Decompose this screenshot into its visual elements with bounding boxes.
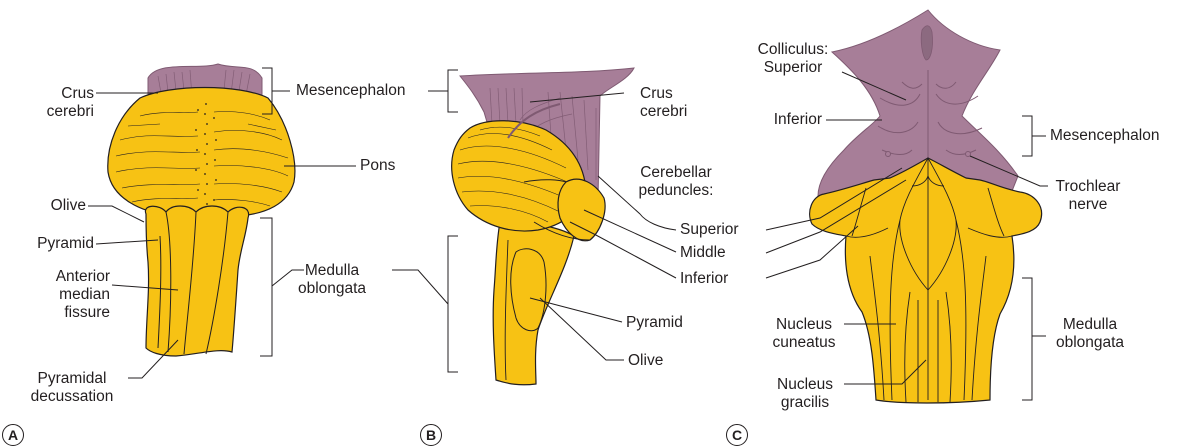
label-pyramidal-decussation: Pyramidal decussation (20, 370, 124, 406)
label-pyramid-b: Pyramid (626, 314, 683, 332)
panel-a-pons-shape (108, 88, 295, 217)
label-colliculus-superior: Colliculus: Superior (748, 41, 838, 77)
label-medulla-oblongata-a: Medulla oblongata (292, 262, 372, 298)
label-colliculus-inferior: Inferior (740, 111, 822, 129)
label-middle-peduncle: Middle (680, 244, 726, 262)
panel-letter-b: B (420, 424, 442, 446)
panel-c-drawing (810, 10, 1042, 403)
panel-a-drawing (108, 64, 295, 356)
label-cerebellar-peduncles: Cerebellar peduncles: (624, 164, 728, 200)
panel-b-olive-shape (511, 249, 546, 331)
panel-b-drawing (452, 68, 634, 385)
label-mesencephalon-c: Mesencephalon (1050, 127, 1159, 145)
label-pyramid-a: Pyramid (10, 235, 94, 253)
label-anterior-median-fissure: Anterior median fissure (10, 268, 110, 322)
label-crus-cerebri-a: Crus cerebri (40, 85, 94, 121)
label-inferior-peduncle: Inferior (680, 270, 728, 288)
label-trochlear-nerve: Trochlear nerve (1052, 178, 1124, 214)
label-nucleus-gracilis: Nucleus gracilis (770, 376, 840, 412)
label-pons: Pons (360, 157, 395, 175)
label-nucleus-cuneatus: Nucleus cuneatus (768, 316, 840, 352)
label-olive-a: Olive (20, 197, 86, 215)
label-mesencephalon-a: Mesencephalon (296, 82, 405, 100)
label-medulla-oblongata-c: Medulla oblongata (1050, 316, 1130, 352)
panel-c-rhombencephalon-shape (810, 158, 1042, 403)
panel-letter-c: C (726, 424, 748, 446)
label-olive-b: Olive (628, 352, 663, 370)
panel-letter-a: A (2, 424, 24, 446)
label-crus-cerebri-b: Crus cerebri (640, 85, 687, 121)
label-superior-peduncle: Superior (680, 221, 739, 239)
